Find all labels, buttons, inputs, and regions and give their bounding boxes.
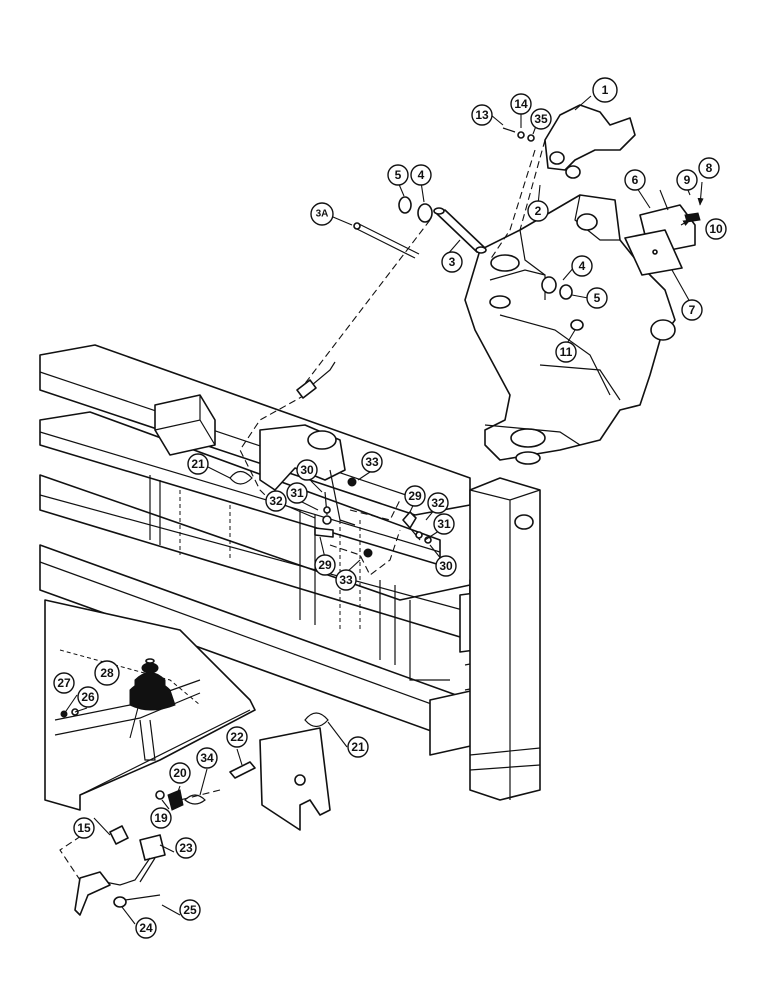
callout-23: 23 [175, 837, 197, 859]
callout-14: 14 [510, 93, 532, 115]
callout-30-right: 30 [435, 555, 457, 577]
callout-22: 22 [226, 726, 248, 748]
callout-19: 19 [150, 807, 172, 829]
svg-text:34: 34 [200, 751, 214, 765]
svg-text:4: 4 [579, 259, 586, 273]
svg-text:11: 11 [560, 345, 573, 359]
svg-text:33: 33 [365, 455, 379, 469]
callout-24: 24 [135, 917, 157, 939]
leader-lines [63, 95, 704, 925]
svg-text:30: 30 [300, 463, 314, 477]
svg-text:10: 10 [709, 222, 723, 236]
callout-1: 1 [592, 77, 618, 103]
svg-text:8: 8 [706, 161, 713, 175]
callout-31-right: 31 [433, 513, 455, 535]
callout-5-right: 5 [586, 287, 608, 309]
svg-text:3A: 3A [316, 209, 329, 220]
part-fasteners-13-14-35 [502, 127, 535, 142]
svg-text:33: 33 [339, 573, 353, 587]
callout-11: 11 [555, 341, 577, 363]
svg-text:22: 22 [230, 730, 244, 744]
callout-21-lower: 21 [347, 736, 369, 758]
svg-text:27: 27 [57, 676, 71, 690]
svg-text:31: 31 [437, 517, 451, 531]
callout-20: 20 [169, 762, 191, 784]
callout-9: 9 [676, 169, 698, 191]
callout-32-right: 32 [427, 492, 449, 514]
callout-4-top: 4 [410, 164, 432, 186]
svg-text:35: 35 [534, 112, 548, 126]
part-handle-1 [544, 104, 636, 179]
svg-text:32: 32 [431, 496, 445, 510]
svg-text:31: 31 [290, 486, 304, 500]
part-pin-3 [433, 207, 487, 254]
part-rod-3a [353, 222, 420, 259]
callout-21-upper: 21 [187, 453, 209, 475]
callout-13: 13 [471, 104, 493, 126]
svg-text:15: 15 [77, 821, 91, 835]
svg-text:2: 2 [535, 204, 542, 218]
svg-text:23: 23 [179, 841, 193, 855]
svg-text:5: 5 [594, 291, 601, 305]
callout-5-top: 5 [387, 164, 409, 186]
svg-text:24: 24 [139, 921, 153, 935]
callout-35: 35 [530, 108, 552, 130]
callout-15: 15 [73, 817, 95, 839]
svg-text:21: 21 [351, 740, 365, 754]
callout-10: 10 [705, 218, 727, 240]
svg-text:32: 32 [269, 494, 283, 508]
callout-25: 25 [179, 899, 201, 921]
svg-text:1: 1 [602, 83, 609, 97]
svg-text:20: 20 [173, 766, 187, 780]
svg-text:29: 29 [318, 558, 332, 572]
callout-31-left: 31 [286, 482, 308, 504]
callout-2: 2 [527, 200, 549, 222]
main-frame [39, 344, 506, 756]
callout-8: 8 [698, 157, 720, 179]
linkage [59, 139, 546, 916]
svg-text:26: 26 [81, 690, 95, 704]
callout-7: 7 [681, 299, 703, 321]
svg-text:30: 30 [439, 559, 453, 573]
svg-text:7: 7 [689, 303, 696, 317]
callout-29-left: 29 [314, 554, 336, 576]
svg-text:3: 3 [449, 255, 456, 269]
svg-text:14: 14 [514, 97, 528, 111]
svg-text:5: 5 [395, 168, 402, 182]
callout-4-right: 4 [571, 255, 593, 277]
svg-text:13: 13 [475, 108, 489, 122]
svg-text:4: 4 [418, 168, 425, 182]
callout-28: 28 [94, 660, 120, 686]
callout-3: 3 [441, 251, 463, 273]
svg-text:19: 19 [154, 811, 168, 825]
part-pad-6-7 [624, 204, 701, 276]
vertical-post [469, 477, 541, 801]
callout-30-left: 30 [296, 459, 318, 481]
svg-text:9: 9 [684, 173, 691, 187]
callout-3a: 3A [310, 202, 334, 226]
callout-26: 26 [77, 686, 99, 708]
callout-32-left: 32 [265, 490, 287, 512]
callout-27: 27 [53, 672, 75, 694]
svg-text:6: 6 [632, 173, 639, 187]
callout-33-lower: 33 [335, 569, 357, 591]
callout-29-right: 29 [404, 485, 426, 507]
side-panel [259, 727, 331, 831]
callout-6: 6 [624, 169, 646, 191]
part-washers-4-5 [398, 196, 584, 331]
svg-text:25: 25 [183, 903, 197, 917]
callout-34: 34 [196, 747, 218, 769]
boom-bracket [464, 194, 676, 465]
svg-text:29: 29 [408, 489, 422, 503]
callout-33-upper: 33 [361, 451, 383, 473]
svg-text:28: 28 [100, 666, 114, 680]
svg-text:21: 21 [191, 457, 205, 471]
